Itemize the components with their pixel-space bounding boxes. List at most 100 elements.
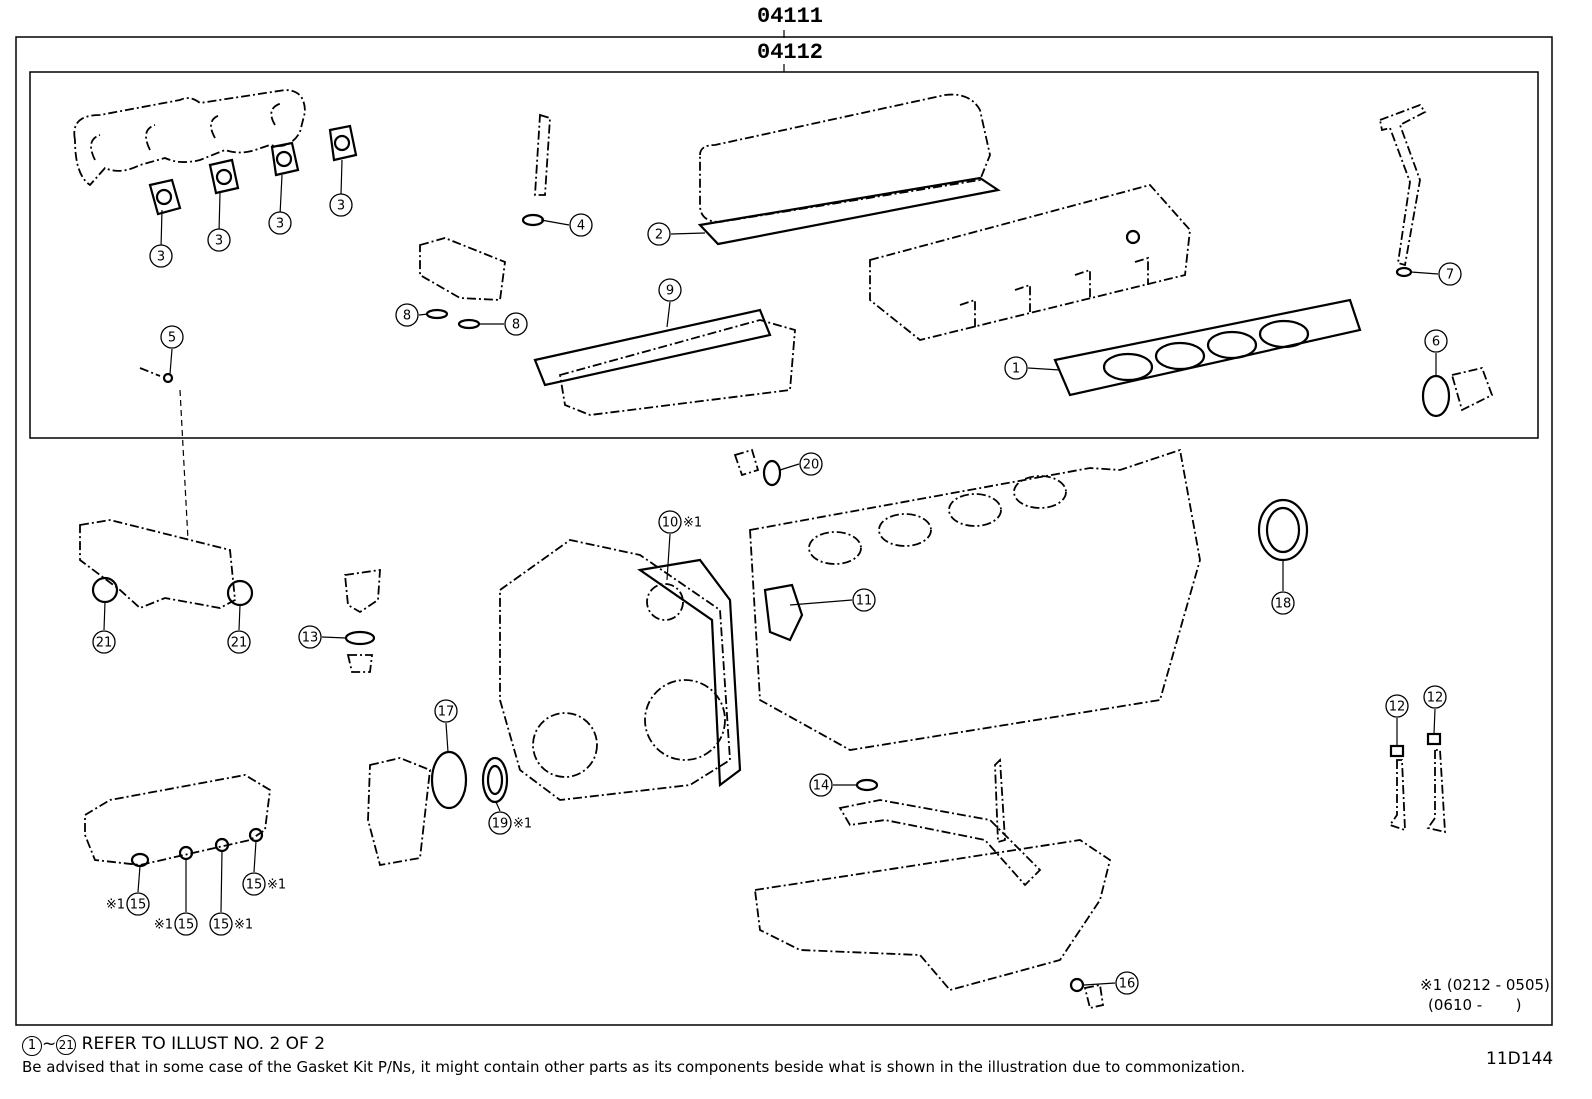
- callout-number: 5: [168, 331, 176, 346]
- leader-lines: [103, 159, 1439, 986]
- cylinder-head-ports: [959, 256, 1149, 330]
- callout-number: 6: [1432, 335, 1440, 350]
- callout-c11: 11: [852, 588, 876, 612]
- callout-circle: [149, 244, 173, 268]
- callout-c17: 17: [434, 699, 458, 723]
- range-separator: ~: [42, 1034, 57, 1054]
- callout-circle: [1004, 356, 1028, 380]
- callout-circle: [852, 588, 876, 612]
- callout-number: 8: [403, 309, 411, 324]
- callout-prefix: ※1: [106, 898, 125, 913]
- callout-circle: [395, 303, 419, 327]
- plug-20: [733, 448, 760, 477]
- callout-circle: [1385, 694, 1409, 718]
- callout-c2: 2: [647, 222, 671, 246]
- inner-kit-frame: [29, 71, 1539, 439]
- callout-c15d: 15 ※1: [242, 872, 286, 896]
- callout-c20: 20: [799, 452, 823, 476]
- water-inlet: [344, 568, 381, 614]
- callout-circle: [298, 625, 322, 649]
- callout-number: 2: [655, 228, 663, 243]
- range-start-circle: 1: [22, 1036, 42, 1056]
- exhaust-gasket-4: [328, 124, 358, 162]
- callout-c12b: 12: [1423, 685, 1447, 709]
- advisory-text: Be advised that in some case of the Gask…: [22, 1058, 1246, 1076]
- range-end-circle: 21: [56, 1035, 77, 1055]
- intake-manifold-gasket: [533, 308, 772, 387]
- plug-5: [139, 367, 161, 377]
- cover-6: [1450, 366, 1494, 412]
- callout-circle: [209, 912, 233, 936]
- callout-c14: 14: [809, 773, 833, 797]
- valve-12b: [1426, 749, 1446, 834]
- callout-circle: [242, 872, 266, 896]
- callout-circle: [126, 892, 150, 916]
- oil-level-gauge: [1378, 103, 1427, 267]
- callout-c1: 1: [1004, 356, 1028, 380]
- head-cover-gasket: [697, 176, 1001, 246]
- callout-circle: [647, 222, 671, 246]
- callout-number: 15: [213, 918, 230, 933]
- callout-circle: [1438, 262, 1462, 286]
- oil-strainer: [838, 799, 1042, 887]
- callout-number: 11: [856, 594, 873, 609]
- callout-c6: 6: [1424, 329, 1448, 353]
- callout-circle: [434, 699, 458, 723]
- callout-number: 15: [178, 918, 195, 933]
- callout-number: 20: [803, 458, 820, 473]
- callout-c18: 18: [1271, 591, 1295, 615]
- callout-c15c: 15※1: [209, 912, 253, 936]
- exhaust-gasket-1: [148, 178, 182, 216]
- intake-manifold: [558, 319, 796, 416]
- range-reference-text: REFER TO ILLUST NO. 2 OF 2: [81, 1034, 326, 1054]
- callout-number: 15: [246, 878, 263, 893]
- callout-number: 10: [662, 516, 679, 531]
- callout-number: 14: [813, 779, 830, 794]
- callout-c12a: 12: [1385, 694, 1409, 718]
- callout-circle: [160, 325, 184, 349]
- callout-c5: 5: [160, 325, 184, 349]
- thermostat: [346, 654, 374, 673]
- callout-c10: 10※1: [658, 510, 702, 534]
- outer-kit-frame: [15, 36, 1553, 1026]
- exhaust-manifold-ports: [90, 102, 283, 161]
- callout-number: 3: [337, 199, 345, 214]
- callout-c16: 16: [1115, 971, 1139, 995]
- callout-circle: [658, 278, 682, 302]
- applicability-note-2: (0610 - ): [1428, 996, 1522, 1014]
- callout-number: 3: [215, 234, 223, 249]
- callout-c8b: 8: [504, 312, 528, 336]
- oring-6: [1421, 374, 1451, 418]
- callout-number: 8: [512, 318, 520, 333]
- callout-circle: [569, 213, 593, 237]
- callout-number: 18: [1275, 597, 1292, 612]
- exhaust-gasket-2: [208, 158, 240, 195]
- valve-12a: [1388, 759, 1406, 832]
- callout-circle: [799, 452, 823, 476]
- gasket-16: [1069, 977, 1085, 993]
- callout-number: 17: [438, 705, 455, 720]
- oil-seal-19: [481, 756, 509, 804]
- gasket-13: [344, 630, 376, 646]
- callout-circle: [227, 630, 251, 654]
- callout-number: 15: [130, 898, 147, 913]
- callout-number: 19: [492, 817, 509, 832]
- cylinder-head: [869, 183, 1191, 341]
- callout-c4: 4: [569, 213, 593, 237]
- callout-c13: 13: [298, 625, 322, 649]
- gasket-21b: [226, 579, 254, 607]
- callout-suffix: ※1: [513, 817, 532, 832]
- callout-circle: [207, 228, 231, 252]
- callout-suffix: ※1: [267, 878, 286, 893]
- callout-number: 7: [1446, 268, 1454, 283]
- callout-c9: 9: [658, 278, 682, 302]
- cylinder-head-gasket: [1053, 298, 1362, 397]
- applicability-note-1: ※1 (0212 - 0505): [1420, 976, 1550, 994]
- callout-c21b: 21: [227, 630, 251, 654]
- callout-circle: [329, 193, 353, 217]
- oring-14: [855, 778, 879, 792]
- callout-number: 12: [1427, 691, 1444, 706]
- callout-c3c: 3: [268, 211, 292, 235]
- callout-circle: [268, 211, 292, 235]
